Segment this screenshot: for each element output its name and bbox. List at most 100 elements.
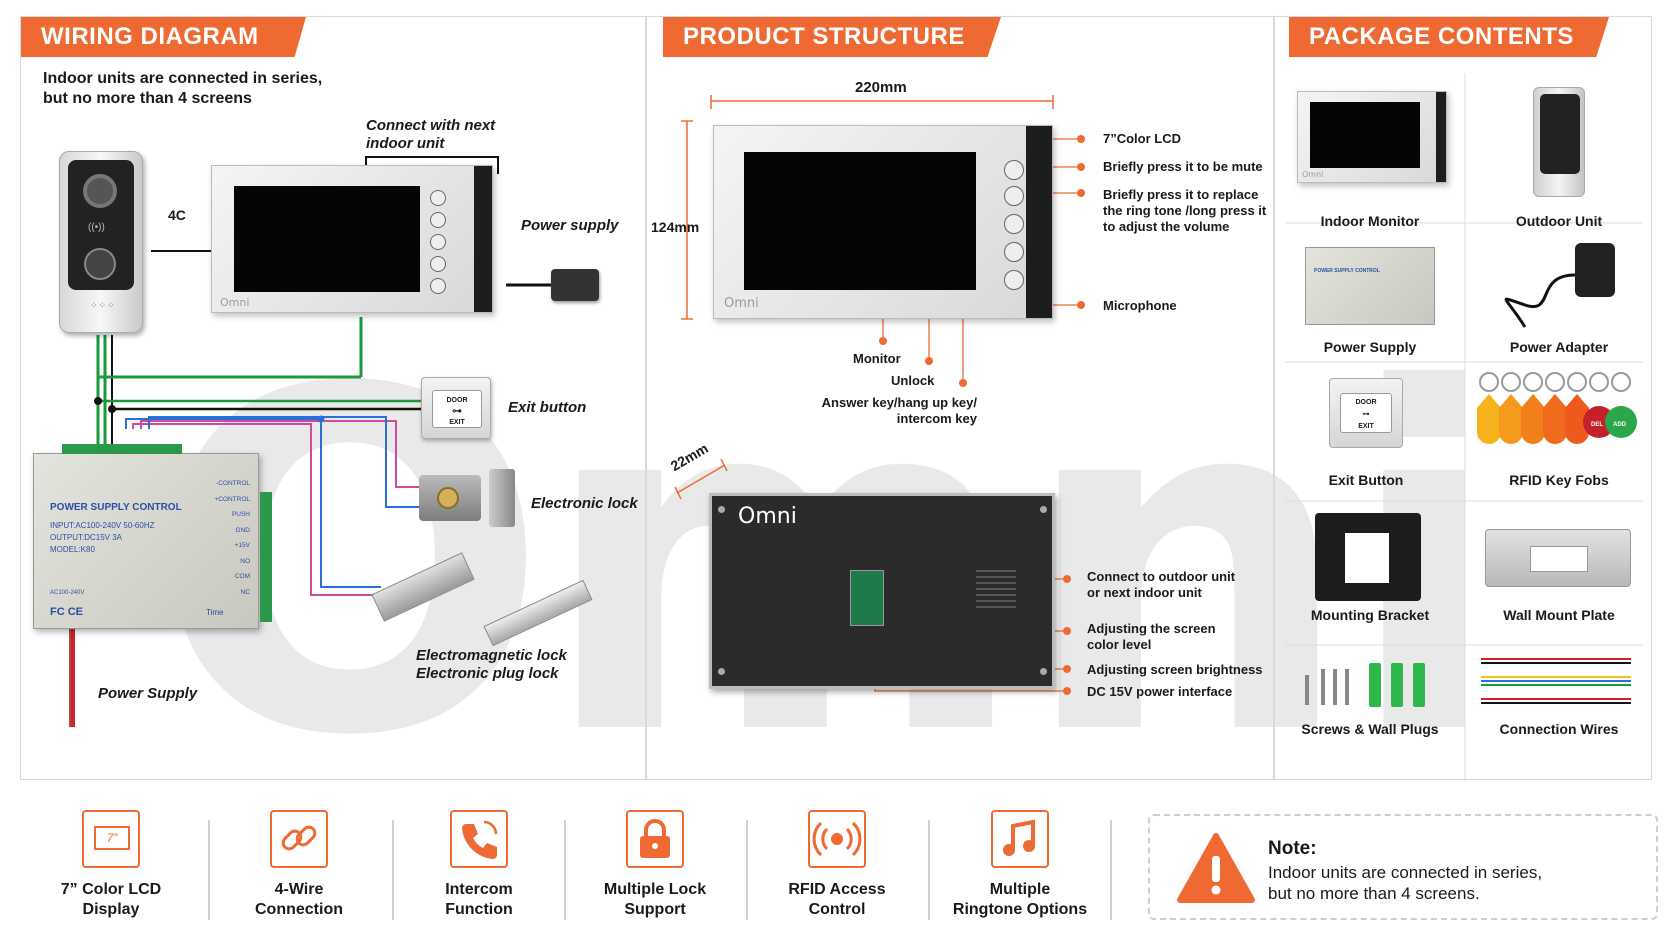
callout-dot-answer [959, 379, 967, 387]
psu-cert-icon: FC CE [50, 606, 83, 618]
package-item-mounting-bracket: Mounting Bracket [1275, 501, 1465, 645]
wiring-intro: Indoor units are connected in series, bu… [43, 70, 323, 107]
indoor-monitor: Omni [211, 165, 493, 313]
structure-panel: PRODUCT STRUCTURE 220mm 124mm 22mm [646, 16, 1274, 780]
em-lock-label: Electromagnetic lock Electronic plug loc… [416, 647, 567, 682]
back-pcb [850, 570, 884, 626]
package-grid-lines [1285, 73, 1643, 781]
package-item-indoor-monitor: Omni Indoor Monitor [1275, 73, 1465, 229]
mini-exit-face: DOOR ⊶ EXIT [1340, 393, 1392, 433]
psu-terminal-labels: -CONTROL +CONTROL PUSH GND +15V NO COM N… [214, 480, 250, 596]
lock-icon [626, 810, 684, 868]
feature-label: 4-Wire Connection [255, 881, 343, 918]
package-item-outdoor-unit: Outdoor Unit [1465, 73, 1653, 229]
feature-multiple-lock: Multiple Lock Support [570, 810, 740, 920]
note-title: Note: [1268, 838, 1317, 859]
speaker-grille-icon: ⁘⁘⁘ [90, 300, 116, 310]
package-item-screws: Screws & Wall Plugs [1275, 645, 1465, 781]
mini-monitor-screen [1310, 102, 1420, 168]
callout-ringtone: Briefly press it to replace the ring ton… [1103, 187, 1267, 234]
package-item-power-adapter: Power Adapter [1465, 223, 1653, 362]
mini-monitor-rail [1436, 92, 1446, 182]
power-supply-bottom-label: Power Supply [98, 685, 198, 702]
monitor-key-icon [1004, 214, 1024, 234]
callout-lcd: 7”Color LCD [1103, 131, 1181, 146]
lcd-icon-screen: 7” [94, 826, 130, 850]
feature-intercom: Intercom Function [394, 810, 564, 920]
psu-title: POWER SUPPLY CONTROL [50, 502, 182, 513]
phone-icon-glyph [462, 820, 498, 859]
note-box: Note: Indoor units are connected in seri… [1148, 814, 1658, 920]
item-label: Outdoor Unit [1515, 213, 1603, 229]
package-item-wall-plate: Wall Mount Plate [1465, 501, 1653, 645]
answer-key-icon [1004, 270, 1024, 290]
callout-dot-connect [1063, 575, 1071, 583]
callout-mute: Briefly press it to be mute [1103, 159, 1263, 174]
front-monitor-logo: Omni [724, 296, 759, 311]
mini-psu-title: POWER SUPPLY CONTROL [1314, 268, 1380, 274]
callout-monitor-key: Monitor [853, 351, 901, 366]
lock-icon-glyph [640, 819, 670, 858]
electronic-lock-label: Electronic lock [531, 495, 638, 512]
callout-brightness: Adjusting screen brightness [1087, 662, 1263, 677]
rfid-icon [808, 810, 866, 868]
callout-dot-dc [1063, 687, 1071, 695]
wiring-lines [69, 156, 551, 727]
answer-button-icon [430, 278, 446, 294]
wiring-title: WIRING DIAGRAM [21, 17, 306, 57]
lcd-icon: 7” [82, 810, 140, 868]
rfid-icon-glyph [812, 821, 862, 857]
connect-next-label: Connect with next indoor unit [366, 117, 496, 152]
mini-fobs-image [1477, 372, 1637, 444]
feature-4-wire: 4-Wire Connection [214, 810, 384, 920]
mini-screws-image [1305, 663, 1425, 707]
item-label: Exit Button [1328, 472, 1404, 488]
key-icon: ⊶ [452, 406, 462, 417]
back-monitor: Omni [709, 493, 1055, 689]
feature-divider [1110, 820, 1112, 920]
callout-color-level: Adjusting the screen color level [1087, 621, 1216, 652]
camera-icon [83, 174, 117, 208]
feature-divider [392, 820, 394, 920]
item-label: Screws & Wall Plugs [1301, 721, 1439, 737]
package-panel: PACKAGE CONTENTS Omni Indoor Monitor Out… [1274, 16, 1653, 781]
callout-dot-ring [1077, 189, 1085, 197]
mini-monitor-logo: Omni [1302, 170, 1324, 179]
music-icon [991, 810, 1049, 868]
lock-strike [489, 469, 515, 527]
ring-button-icon [430, 212, 446, 228]
rfid-reader-icon: ((•)) [88, 222, 105, 233]
label-4c: 4C [168, 207, 186, 223]
mini-adapter-image [1504, 243, 1615, 328]
item-label: RFID Key Fobs [1509, 472, 1609, 488]
psu-specs: INPUT:AC100-240V 50-60HZ OUTPUT:DC15V 3A… [50, 521, 155, 554]
item-label: Wall Mount Plate [1503, 607, 1615, 623]
mini-wires-image [1481, 658, 1631, 704]
feature-divider [564, 820, 566, 920]
psu-side-terminals [260, 492, 272, 622]
package-item-rfid-fobs: DEL ADD RFID Key Fobs [1465, 362, 1653, 501]
callout-answer-key: Answer key/hang up key/ intercom key [821, 395, 977, 426]
callout-dot-color [1063, 627, 1071, 635]
back-monitor-logo: Omni [738, 504, 797, 529]
feature-divider [746, 820, 748, 920]
feature-ringtone: Multiple Ringtone Options [935, 810, 1105, 920]
wiring-panel: WIRING DIAGRAM Indoor units are connecte… [20, 16, 646, 780]
callout-dc-power: DC 15V power interface [1087, 684, 1233, 699]
callout-dot-lcd [1077, 135, 1085, 143]
feature-divider [928, 820, 930, 920]
fob-add-label: ADD [1613, 422, 1626, 428]
package-item-exit-button: DOOR ⊶ EXIT Exit Button [1275, 362, 1465, 501]
package-item-power-supply: POWER SUPPLY CONTROL Power Supply [1275, 223, 1465, 362]
callout-unlock-key: Unlock [891, 373, 935, 388]
ring-key-icon [1004, 186, 1024, 206]
monitor-button-icon [430, 234, 446, 250]
package-item-wires: Connection Wires [1465, 645, 1653, 781]
callout-dot-brightness [1063, 665, 1071, 673]
callout-dot-mic [1077, 301, 1085, 309]
callout-connect: Connect to outdoor unit or next indoor u… [1087, 569, 1236, 600]
back-vent [976, 570, 1016, 610]
key-icon: ⊶ [1362, 411, 1370, 418]
feature-label: 7” Color LCD Display [60, 881, 162, 918]
unlock-key-icon [1004, 242, 1024, 262]
